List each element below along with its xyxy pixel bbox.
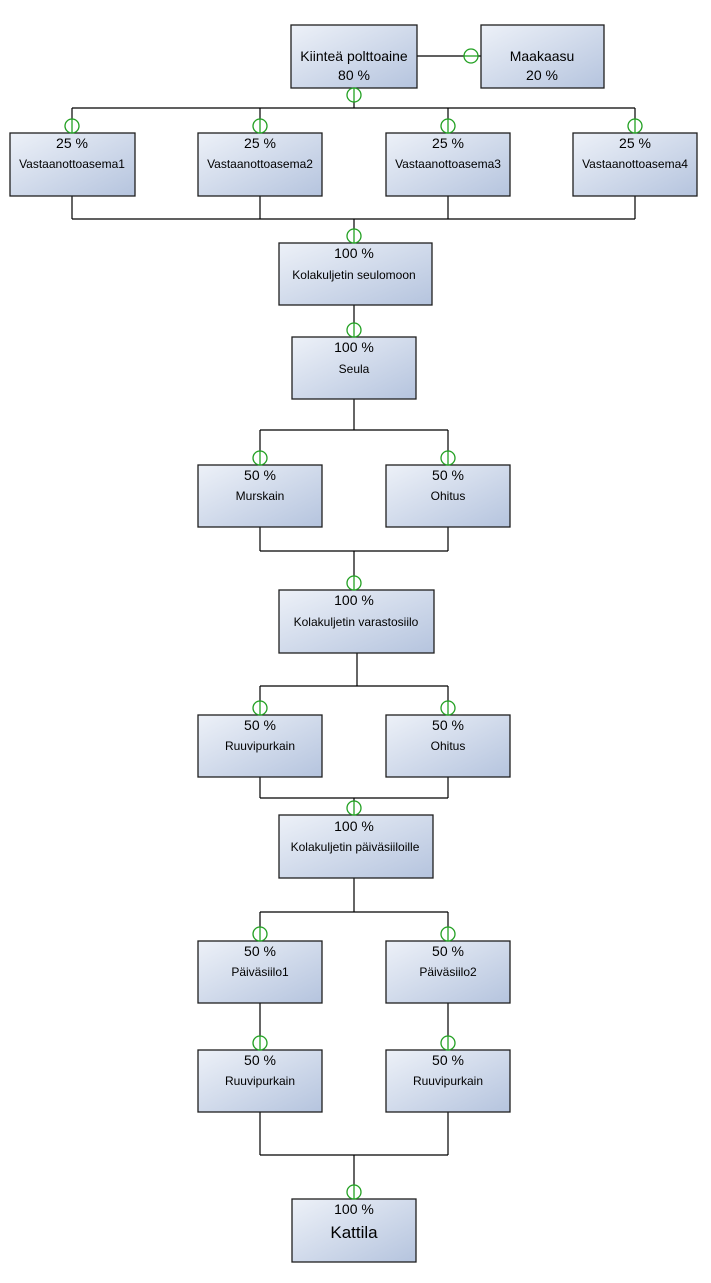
- port-icon: [346, 575, 362, 591]
- node-vastaanottoasema3: 25 % Vastaanottoasema3: [385, 132, 511, 197]
- node-label: Maakaasu: [510, 48, 575, 64]
- node-label: Ruuvipurkain: [225, 739, 295, 753]
- node-label: Ruuvipurkain: [413, 1074, 483, 1088]
- node-percent: 25 %: [432, 135, 464, 151]
- ports: [64, 48, 643, 1200]
- node-label: Kolakuljetin seulomoon: [292, 268, 415, 282]
- node-percent: 100 %: [334, 245, 374, 261]
- node-percent: 100 %: [334, 1201, 374, 1217]
- node-label: Vastaanottoasema4: [582, 157, 688, 171]
- node-percent: 50 %: [432, 717, 464, 733]
- node-ohitus-2: 50 % Ohitus: [385, 714, 511, 778]
- node-kolakuljetin-seulomoon: 100 % Kolakuljetin seulomoon: [278, 242, 433, 306]
- node-percent: 50 %: [244, 467, 276, 483]
- node-kolakuljetin-paivasiiloille: 100 % Kolakuljetin päiväsiiloille: [278, 814, 434, 879]
- node-percent: 50 %: [432, 1052, 464, 1068]
- port-icon: [346, 228, 362, 244]
- node-vastaanottoasema2: 25 % Vastaanottoasema2: [197, 132, 323, 197]
- node-ohitus-1: 50 % Ohitus: [385, 464, 511, 528]
- node-label: Päiväsiilo2: [419, 965, 477, 979]
- port-icon: [440, 118, 456, 134]
- port-icon: [252, 450, 268, 466]
- node-kolakuljetin-varastosiilo: 100 % Kolakuljetin varastosiilo: [278, 589, 435, 654]
- node-ruuvipurkain-1: 50 % Ruuvipurkain: [197, 714, 323, 778]
- port-icon: [252, 1035, 268, 1051]
- port-icon: [252, 118, 268, 134]
- node-percent: 50 %: [432, 467, 464, 483]
- node-label: Ohitus: [431, 489, 466, 503]
- node-percent: 20 %: [526, 67, 558, 83]
- port-icon: [346, 87, 362, 103]
- node-label: Murskain: [236, 489, 285, 503]
- node-kiintea-polttoaine: Kiinteä polttoaine 80 %: [290, 24, 418, 89]
- port-icon: [346, 322, 362, 338]
- node-paivasiilo2: 50 % Päiväsiilo2: [385, 940, 511, 1004]
- node-percent: 50 %: [432, 943, 464, 959]
- node-ruuvipurkain-3: 50 % Ruuvipurkain: [385, 1049, 511, 1113]
- node-label: Kiinteä polttoaine: [300, 48, 408, 64]
- node-percent: 25 %: [244, 135, 276, 151]
- node-percent: 25 %: [56, 135, 88, 151]
- node-percent: 80 %: [338, 67, 370, 83]
- node-label: Kolakuljetin päiväsiiloille: [291, 840, 420, 854]
- node-percent: 25 %: [619, 135, 651, 151]
- node-label: Vastaanottoasema3: [395, 157, 501, 171]
- node-label: Ohitus: [431, 739, 466, 753]
- port-icon: [64, 118, 80, 134]
- port-icon: [346, 1184, 362, 1200]
- node-label: Vastaanottoasema1: [19, 157, 125, 171]
- node-label: Kattila: [330, 1223, 378, 1242]
- node-percent: 100 %: [334, 339, 374, 355]
- node-percent: 50 %: [244, 1052, 276, 1068]
- node-label: Kolakuljetin varastosiilo: [294, 615, 419, 629]
- node-percent: 50 %: [244, 943, 276, 959]
- node-percent: 100 %: [334, 818, 374, 834]
- node-murskain: 50 % Murskain: [197, 464, 323, 528]
- port-icon: [346, 800, 362, 816]
- port-icon: [627, 118, 643, 134]
- port-icon: [440, 1035, 456, 1051]
- node-label: Seula: [339, 362, 370, 376]
- port-icon: [440, 926, 456, 942]
- node-percent: 100 %: [334, 592, 374, 608]
- node-maakaasu: Maakaasu 20 %: [480, 24, 605, 89]
- node-label: Ruuvipurkain: [225, 1074, 295, 1088]
- port-icon: [252, 700, 268, 716]
- port-icon: [440, 450, 456, 466]
- node-vastaanottoasema4: 25 % Vastaanottoasema4: [572, 132, 698, 197]
- node-label: Vastaanottoasema2: [207, 157, 313, 171]
- node-percent: 50 %: [244, 717, 276, 733]
- port-icon: [440, 700, 456, 716]
- node-vastaanottoasema1: 25 % Vastaanottoasema1: [9, 132, 136, 197]
- node-ruuvipurkain-2: 50 % Ruuvipurkain: [197, 1049, 323, 1113]
- node-label: Päiväsiilo1: [231, 965, 289, 979]
- node-seula: 100 % Seula: [291, 336, 417, 400]
- port-icon: [463, 48, 479, 64]
- node-paivasiilo1: 50 % Päiväsiilo1: [197, 940, 323, 1004]
- node-kattila: 100 % Kattila: [291, 1198, 417, 1263]
- port-icon: [252, 926, 268, 942]
